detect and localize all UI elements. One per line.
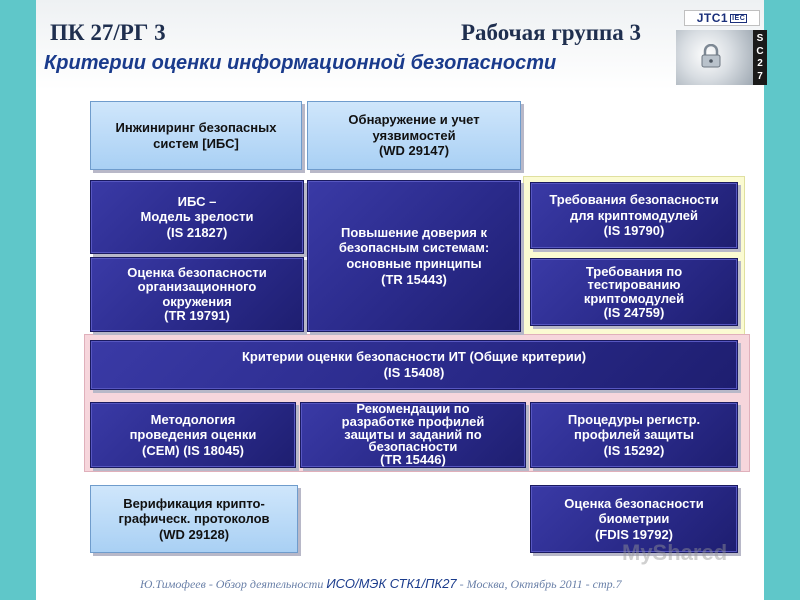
box-line: основные принципы bbox=[346, 256, 482, 271]
box-line: разработке профилей bbox=[341, 413, 485, 429]
box-line: защиты и заданий по bbox=[344, 426, 482, 442]
box-line: безопасным системам: bbox=[338, 240, 490, 256]
footer-location-page: - Москва, Октябрь 2011 - стр.7 bbox=[456, 577, 622, 591]
box-line: Требования безопасности bbox=[549, 192, 719, 208]
box-organizational-environment: Оценка безопасности организационного окр… bbox=[90, 257, 304, 332]
box-line: Повышение доверия к bbox=[340, 224, 487, 240]
box-text: Процедуры регистр. профилей защиты (IS 1… bbox=[568, 412, 700, 459]
watermark: MyShared bbox=[622, 540, 728, 565]
box-line: Оценка безопасности bbox=[127, 264, 267, 280]
box-line: Инжиниринг безопасных bbox=[115, 119, 277, 135]
box-line: Обнаружение и учет bbox=[348, 112, 480, 128]
box-line: (FDIS 19792) bbox=[594, 526, 674, 542]
box-line: проведения оценки bbox=[129, 427, 257, 443]
box-line: (CEM) (IS 18045) bbox=[142, 442, 244, 458]
box-line: Методология bbox=[150, 411, 236, 427]
box-crypto-module-requirements: Требования безопасности для криптомодуле… bbox=[530, 182, 738, 249]
box-line: (TR 15446) bbox=[380, 452, 446, 468]
sc27-char: C bbox=[756, 45, 764, 57]
box-line: Верификация крипто- bbox=[123, 495, 265, 511]
box-line: (IS 24759) bbox=[603, 304, 665, 320]
footer-organization: ИСО/МЭК СТК1/ПК27 bbox=[326, 576, 457, 591]
sc27-char: 7 bbox=[757, 71, 763, 83]
box-biometrics-evaluation: Оценка безопасности биометрии (FDIS 1979… bbox=[530, 485, 738, 553]
box-text: Обнаружение и учет уязвимостей (WD 29147… bbox=[348, 112, 479, 159]
box-line: тестированию bbox=[587, 277, 681, 293]
box-assurance-principles: Повышение доверия к безопасным системам:… bbox=[307, 180, 521, 332]
box-line: Процедуры регистр. bbox=[567, 411, 701, 427]
box-crypto-protocol-verification: Верификация крипто- графическ. протоколо… bbox=[90, 485, 298, 553]
box-maturity-model: ИБС – Модель зрелости (IS 21827) bbox=[90, 180, 304, 254]
box-vulnerability-disclosure: Обнаружение и учет уязвимостей (WD 29147… bbox=[307, 101, 521, 170]
footer-author: Ю.Тимофеев - Обзор деятельности bbox=[140, 577, 327, 591]
box-text: Требования безопасности для криптомодуле… bbox=[549, 192, 718, 239]
box-line: систем [ИБС] bbox=[153, 135, 239, 151]
box-text: Методология проведения оценки (CEM) (IS … bbox=[130, 412, 257, 459]
header-right-title: Рабочая группа 3 bbox=[461, 20, 642, 45]
jtc1-logo-text: JTC1 bbox=[696, 11, 729, 25]
box-line: профилей защиты bbox=[574, 427, 694, 443]
box-line: для криптомодулей bbox=[570, 207, 698, 223]
box-profile-registration: Процедуры регистр. профилей защиты (IS 1… bbox=[530, 402, 738, 468]
security-lock-photo bbox=[676, 30, 753, 85]
box-line: Критерии оценки безопасности ИТ (Общие к… bbox=[241, 349, 587, 365]
box-secure-systems-engineering: Инжиниринг безопасных систем [ИБС] bbox=[90, 101, 302, 170]
slide-footer: Ю.Тимофеев - Обзор деятельности ИСО/МЭК … bbox=[140, 576, 622, 592]
box-line: Модель зрелости bbox=[140, 209, 254, 225]
box-line: Требования по bbox=[585, 263, 683, 279]
box-text: Оценка безопасности организационного окр… bbox=[127, 264, 267, 323]
box-line: (IS 19790) bbox=[603, 223, 665, 239]
box-line: (IS 15292) bbox=[603, 442, 665, 458]
box-protection-profiles-guidance: Рекомендации по разработке профилей защи… bbox=[300, 402, 526, 468]
box-line: уязвимостей bbox=[372, 127, 456, 143]
box-line: (IS 15408) bbox=[383, 365, 445, 380]
box-line: Оценка безопасности bbox=[564, 495, 704, 511]
box-line: (TR 19791) bbox=[164, 307, 230, 323]
box-text: Требования по тестированию криптомодулей… bbox=[584, 265, 684, 320]
sc27-char: 2 bbox=[757, 58, 763, 70]
padlock-icon bbox=[701, 44, 721, 68]
box-evaluation-methodology: Методология проведения оценки (CEM) (IS … bbox=[90, 402, 296, 468]
box-line: криптомодулей bbox=[583, 291, 685, 306]
box-text: Инжиниринг безопасных систем [ИБС] bbox=[116, 120, 277, 151]
box-text: Повышение доверия к безопасным системам:… bbox=[339, 225, 489, 287]
box-text: Критерии оценки безопасности ИТ (Общие к… bbox=[242, 349, 586, 380]
box-text: ИБС – Модель зрелости (IS 21827) bbox=[140, 194, 253, 241]
box-text: Верификация крипто- графическ. протоколо… bbox=[118, 496, 269, 543]
box-line: биометрии bbox=[598, 511, 670, 527]
box-line: (IS 21827) bbox=[166, 224, 228, 240]
box-line: графическ. протоколов bbox=[118, 511, 270, 527]
box-line: (WD 29147) bbox=[378, 143, 450, 159]
jtc1-logo: JTC1 IEC bbox=[684, 10, 760, 26]
box-common-criteria: Критерии оценки безопасности ИТ (Общие к… bbox=[90, 340, 738, 390]
sc27-char: S bbox=[756, 32, 764, 44]
iec-logo-text: IEC bbox=[730, 13, 748, 23]
box-line: ИБС – bbox=[177, 193, 217, 209]
box-text: Оценка безопасности биометрии (FDIS 1979… bbox=[564, 496, 703, 543]
header-left-title: ПК 27/РГ 3 bbox=[50, 20, 166, 45]
slide-subtitle: Критерии оценки информационной безопасно… bbox=[44, 52, 557, 74]
box-crypto-module-testing: Требования по тестированию криптомодулей… bbox=[530, 258, 738, 326]
sc27-label: S C 2 7 bbox=[753, 30, 767, 85]
box-line: (TR 15443) bbox=[381, 271, 447, 287]
box-line: окружения bbox=[162, 293, 232, 309]
box-line: Рекомендации по bbox=[356, 401, 470, 417]
box-line: безопасности bbox=[368, 439, 458, 455]
box-text: Рекомендации по разработке профилей защи… bbox=[341, 401, 485, 468]
box-line: организационного bbox=[137, 279, 257, 295]
box-line: (WD 29128) bbox=[158, 526, 230, 542]
